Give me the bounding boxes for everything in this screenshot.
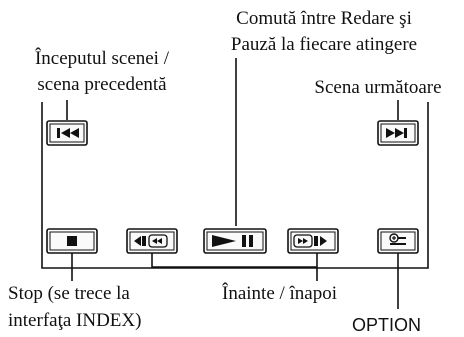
- label-prev-scene-line2: scena precedentă: [37, 74, 167, 95]
- next-scene-button[interactable]: [377, 120, 419, 146]
- option-button[interactable]: [377, 228, 419, 254]
- label-prev-scene-line1: Începutul scenei /: [34, 48, 169, 69]
- label-play-pause-line1: Comută între Redare şi: [236, 8, 412, 29]
- screen-frame: [41, 102, 429, 269]
- fast-forward-button[interactable]: [287, 228, 339, 254]
- fast-forward-icon: [293, 234, 313, 248]
- prev-triangle-icon: [61, 128, 70, 138]
- next-bar-icon: [404, 128, 407, 138]
- play-pause-icon: [212, 235, 236, 247]
- label-stop-line2: interfaţa INDEX): [8, 310, 142, 331]
- rewind-button[interactable]: [126, 228, 178, 254]
- label-next-scene: Scena următoare: [314, 77, 442, 98]
- label-stop-line1: Stop (se trece la: [8, 283, 130, 304]
- prev-bar-icon: [57, 128, 60, 138]
- next-triangle-icon: [386, 128, 395, 138]
- leader-rewind-forward: [151, 253, 318, 281]
- play-pause-button[interactable]: [203, 228, 267, 254]
- label-rewind-forward: Înainte / înapoi: [222, 283, 338, 304]
- label-option: OPTION: [352, 315, 422, 335]
- label-play-pause-line2: Pauză la fiecare atingere: [230, 34, 418, 55]
- stop-icon: [67, 236, 77, 246]
- rewind-icon: [134, 236, 141, 246]
- stop-button[interactable]: [46, 228, 98, 254]
- prev-scene-button[interactable]: [46, 120, 88, 146]
